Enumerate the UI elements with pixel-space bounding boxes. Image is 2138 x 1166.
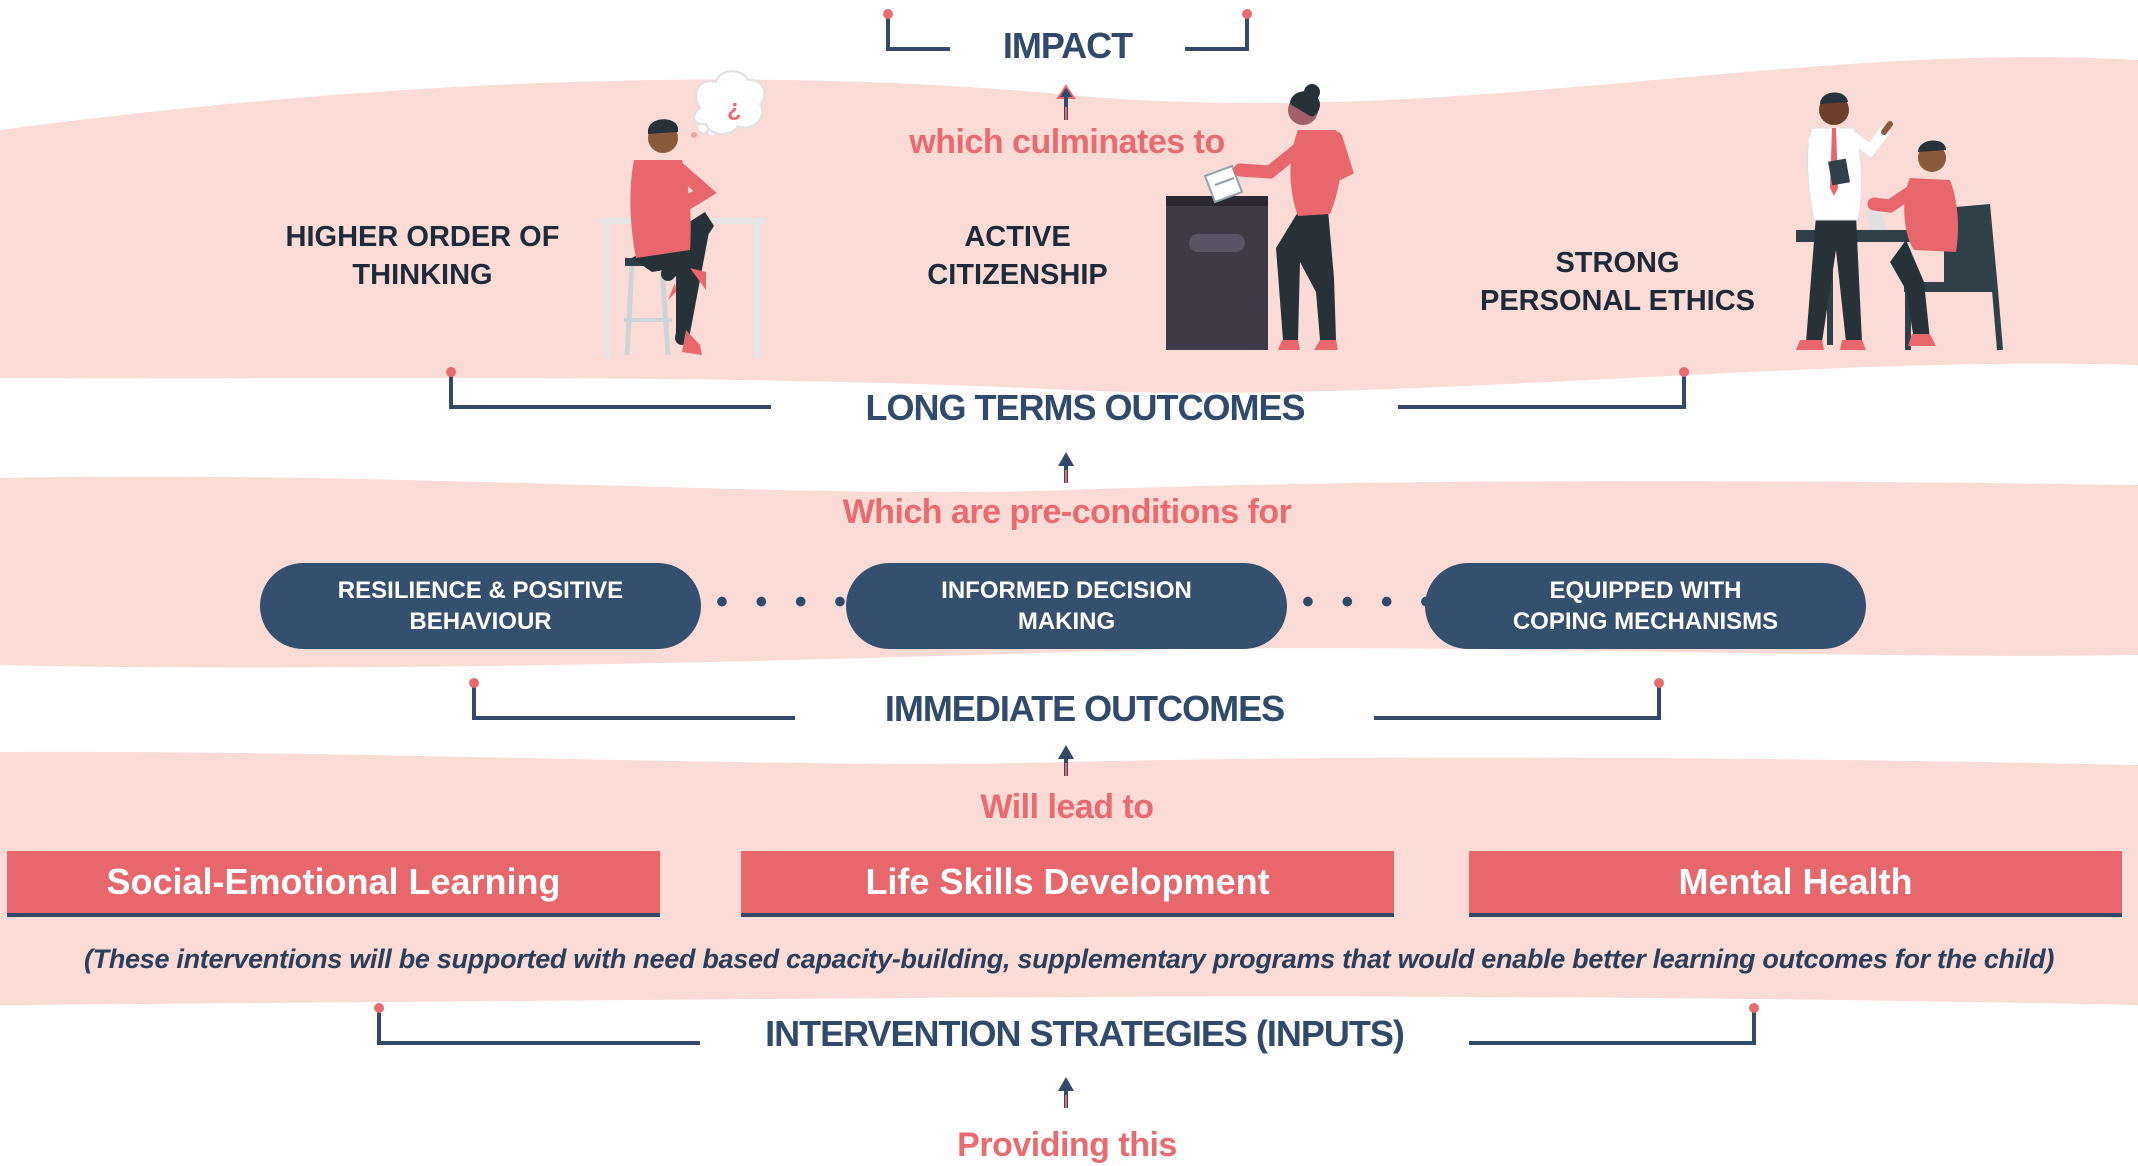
impact-item-higher-order-thinking: HIGHER ORDER OF THINKING (285, 221, 560, 291)
immediate-connector: Will lead to (980, 788, 1154, 826)
long-term-connector: Which are pre-conditions for (842, 493, 1292, 531)
up-arrow-icon (1058, 1077, 1074, 1108)
immediate-bracket (472, 683, 1661, 720)
impact-item-strong-personal-ethics: STRONG PERSONAL ETHICS (1479, 247, 1755, 317)
impact-heading: IMPACT (1002, 25, 1133, 66)
immediate-outcomes-heading: IMMEDIATE OUTCOMES (884, 688, 1285, 729)
inputs-bracket (377, 1008, 1756, 1045)
up-arrow-icon (1058, 745, 1074, 776)
up-arrow-icon (1058, 452, 1074, 483)
strategy-life-skills-development: Life Skills Development (741, 851, 1394, 917)
strategy-mental-health: Mental Health (1469, 851, 2122, 917)
impact-bracket (886, 14, 1249, 51)
interventions-note: (These interventions will be supported w… (83, 944, 2055, 974)
pill-equipped-coping-mechanisms: EQUIPPED WITH COPING MECHANISMS (1425, 563, 1866, 649)
intervention-strategies-heading: INTERVENTION STRATEGIES (INPUTS) (765, 1013, 1405, 1054)
pill-informed-decision-making: INFORMED DECISION MAKING (846, 563, 1287, 649)
thinking-person-illustration: ¿ (600, 70, 766, 358)
pill-resilience-positive-behaviour: RESILIENCE & POSITIVE BEHAVIOUR (260, 563, 701, 649)
impact-item-active-citizenship: ACTIVE CITIZENSHIP (927, 221, 1108, 291)
inputs-connector: Providing this (957, 1126, 1177, 1164)
voting-person-illustration (1166, 84, 1354, 350)
strategy-social-emotional-learning: Social-Emotional Learning (7, 851, 660, 917)
svg-text:¿: ¿ (727, 95, 742, 122)
impact-band (0, 57, 2138, 393)
discussion-people-illustration (1796, 92, 2003, 351)
long-term-bracket (449, 372, 1686, 409)
long-term-outcomes-heading: LONG TERMS OUTCOMES (865, 387, 1306, 428)
impact-connector: which culminates to (909, 123, 1225, 161)
